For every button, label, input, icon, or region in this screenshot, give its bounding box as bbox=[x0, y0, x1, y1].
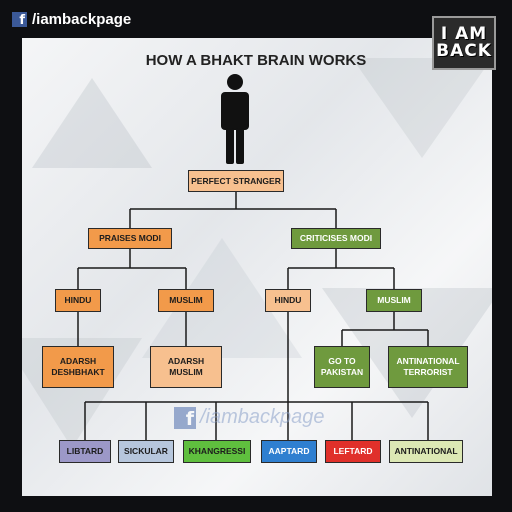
node-label-line-2: DESHBHAKT bbox=[51, 367, 105, 377]
diagram-title: HOW A BHAKT BRAIN WORKS bbox=[145, 52, 367, 69]
facebook-page-tag: f /iambackpage bbox=[12, 11, 131, 28]
node-label: PERFECT STRANGER bbox=[191, 175, 281, 186]
node-label-line-1: ADARSH bbox=[59, 356, 97, 366]
facebook-handle: /iambackpage bbox=[32, 11, 132, 28]
node-label: MUSLIM bbox=[377, 295, 411, 305]
label-antinational: ANTINATIONAL bbox=[389, 440, 463, 463]
label-text: KHANGRESSI bbox=[188, 446, 246, 456]
node-label: MUSLIM bbox=[169, 295, 203, 305]
node-go-to-pakistan: GO TO PAKISTAN bbox=[314, 346, 370, 388]
facebook-icon: f bbox=[174, 406, 196, 429]
node-perfect-stranger: PERFECT STRANGER bbox=[188, 170, 284, 192]
label-libtard: LIBTARD bbox=[59, 440, 111, 463]
node-label-line-2: PAKISTAN bbox=[320, 367, 364, 377]
figure-left-leg bbox=[226, 128, 234, 164]
node-label: HINDU bbox=[64, 295, 92, 305]
logo-line-1: I AM bbox=[440, 24, 488, 44]
i-am-back-logo: I AM BACK bbox=[432, 16, 496, 70]
node-label-line-2: TERRORIST bbox=[403, 367, 453, 377]
label-text: AAPTARD bbox=[268, 446, 310, 456]
node-label-line-1: ADARSH bbox=[167, 356, 205, 366]
label-sickular: SICKULAR bbox=[118, 440, 174, 463]
node-praises-modi: PRAISES MODI bbox=[88, 228, 172, 249]
node-adarsh-deshbhakt: ADARSH DESHBHAKT bbox=[42, 346, 114, 388]
figure-head bbox=[227, 74, 243, 90]
label-text: LEFTARD bbox=[333, 446, 373, 456]
watermark-handle: /iambackpage bbox=[200, 406, 325, 428]
logo-line-2: BACK bbox=[436, 41, 492, 61]
node-label: PRAISES MODI bbox=[99, 233, 161, 243]
node-criticises-modi: CRITICISES MODI bbox=[291, 228, 381, 249]
label-text: SICKULAR bbox=[124, 446, 168, 456]
node-label: HINDU bbox=[274, 295, 302, 305]
node-label-line-2: MUSLIM bbox=[169, 367, 203, 377]
node-muslim-criticises: MUSLIM bbox=[366, 289, 422, 312]
node-adarsh-muslim: ADARSH MUSLIM bbox=[150, 346, 222, 388]
figure-right-leg bbox=[236, 128, 244, 164]
node-label-line-1: ANTINATIONAL bbox=[396, 356, 460, 366]
facebook-icon: f bbox=[12, 12, 27, 27]
node-muslim-praises: MUSLIM bbox=[158, 289, 214, 312]
node-label: CRITICISES MODI bbox=[299, 233, 373, 243]
figure-torso bbox=[221, 92, 249, 130]
node-label-line-1: GO TO bbox=[328, 356, 356, 366]
node-hindu-criticises: HINDU bbox=[265, 289, 311, 312]
facebook-watermark: f /iambackpage bbox=[174, 406, 325, 429]
node-hindu-praises: HINDU bbox=[55, 289, 101, 312]
label-leftard: LEFTARD bbox=[325, 440, 381, 463]
label-text: LIBTARD bbox=[66, 446, 104, 456]
label-aaptard: AAPTARD bbox=[261, 440, 317, 463]
label-text: ANTINATIONAL bbox=[394, 446, 458, 456]
label-khangressi: KHANGRESSI bbox=[183, 440, 251, 463]
node-antinational-terrorist: ANTINATIONAL TERRORIST bbox=[388, 346, 468, 388]
